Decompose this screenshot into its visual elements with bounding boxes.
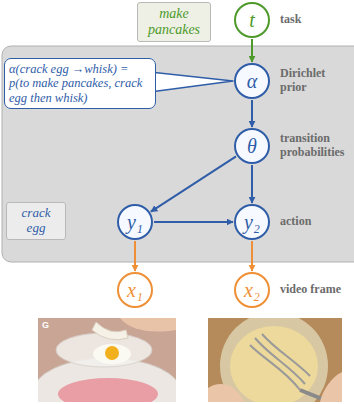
node-caption: task — [280, 13, 348, 27]
node-symbol: x₁ — [127, 280, 143, 300]
dependency-arrow — [251, 100, 253, 127]
task-node: ttask — [234, 2, 270, 38]
node-symbol: α — [247, 71, 258, 91]
callout-box: α(crack egg →whisk) = p(to make pancakes… — [4, 58, 156, 109]
node-caption: Dirichlet prior — [280, 67, 348, 95]
action-node: y₂action — [234, 204, 270, 240]
dependency-arrow — [134, 241, 136, 271]
node-symbol: y₂ — [244, 212, 260, 232]
dependency-arrow — [251, 241, 253, 271]
node-text: α(crack egg →whisk) = p(to make pancakes… — [9, 62, 151, 105]
dependency-arrow — [151, 156, 236, 211]
node-caption: action — [280, 215, 348, 229]
node-text: crack egg — [11, 206, 61, 236]
transition-node: θtransition probabilities — [234, 128, 270, 164]
node-symbol: x₂ — [244, 280, 260, 300]
node-caption: transition probabilities — [280, 132, 348, 160]
dependency-arrow — [154, 221, 233, 223]
whisk-photo — [208, 318, 342, 402]
task-label-box: make pancakes — [137, 2, 211, 42]
node-symbol: t — [249, 10, 255, 30]
dependency-arrow — [251, 165, 253, 203]
egg-photo — [38, 318, 176, 402]
node-symbol: θ — [247, 136, 257, 156]
plate-panel — [2, 46, 354, 262]
prior-node: αDirichlet prior — [234, 63, 270, 99]
dependency-arrow — [251, 39, 253, 62]
photo-watermark: G — [42, 320, 49, 330]
node-text: make pancakes — [142, 6, 206, 38]
node-symbol: y₁ — [127, 212, 143, 232]
action-label-box: crack egg — [6, 202, 66, 240]
callout-tail — [150, 72, 233, 92]
frame-node: x₂video frame — [234, 272, 270, 308]
action-node: y₁ — [117, 204, 153, 240]
node-caption: video frame — [280, 283, 348, 297]
frame-node: x₁ — [117, 272, 153, 308]
